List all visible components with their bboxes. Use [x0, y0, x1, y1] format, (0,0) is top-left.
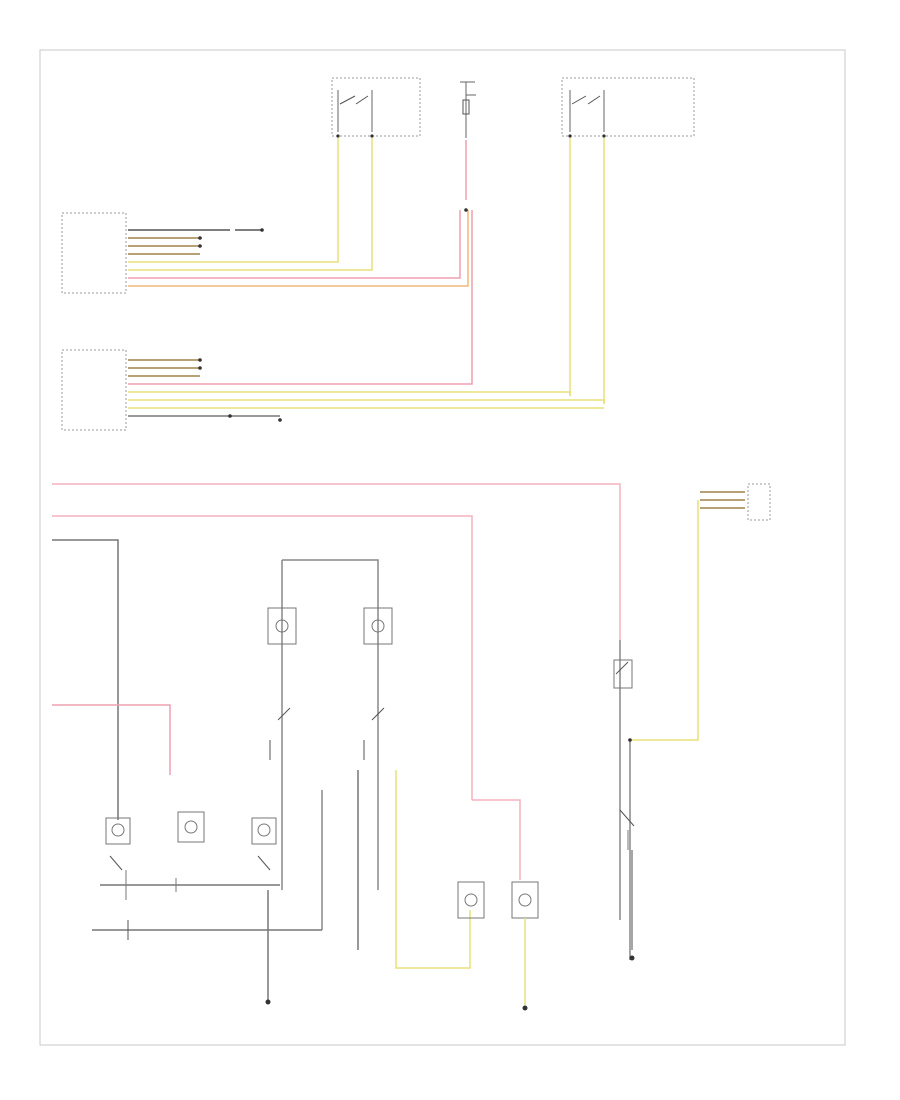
luggage-compartment-switches — [613, 659, 635, 961]
connector-dots — [198, 208, 468, 422]
driver-door-lock-switch — [331, 77, 421, 138]
lower-left-lamps — [92, 811, 322, 1000]
passenger-door-control-module — [61, 349, 127, 431]
passenger-module-wires — [128, 210, 605, 417]
alarm-control-module — [747, 483, 771, 521]
ground-symbol — [265, 999, 271, 1005]
driver-module-wires — [128, 152, 469, 287]
fuse-block — [460, 81, 476, 138]
passenger-door-lock-switch — [561, 77, 695, 138]
middle-wires — [52, 483, 745, 960]
trunk-lamp — [457, 799, 539, 1011]
top-vertical-wires — [337, 138, 605, 404]
courtesy-lamps — [267, 559, 471, 969]
driver-door-control-module — [61, 212, 127, 294]
diagram-frame — [39, 49, 846, 1046]
